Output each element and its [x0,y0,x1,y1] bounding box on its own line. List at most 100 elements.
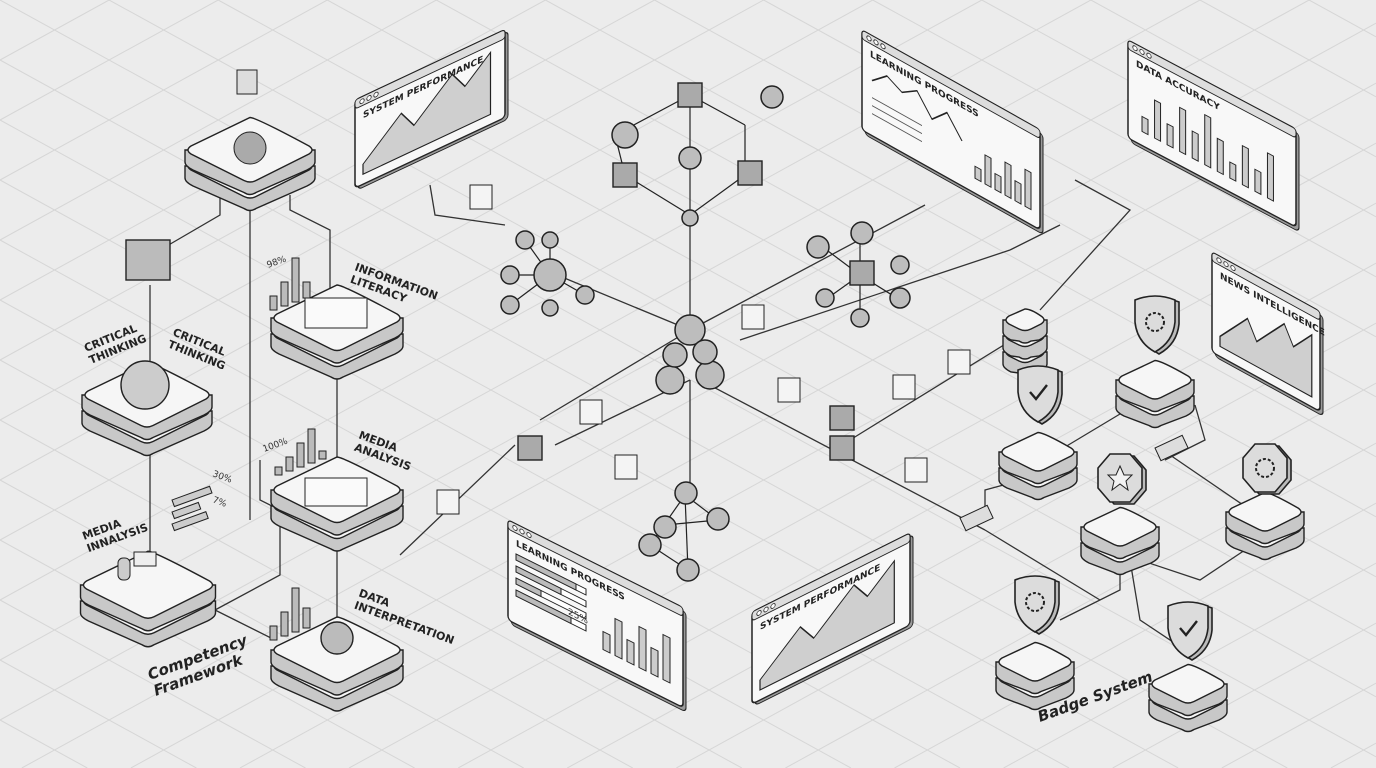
bar [1241,144,1249,189]
cube-node [737,160,763,186]
network-node [678,146,702,170]
progress-bar [171,501,202,520]
progress-fill [515,553,577,591]
grid-line [0,0,655,361]
data-cube-icon [125,239,171,281]
document-icon [614,454,638,480]
platforms [79,69,1305,733]
shield-check-icon [1017,365,1063,425]
grid-line [1221,682,1376,768]
cube-node [829,405,855,431]
star-badge-icon [1097,453,1147,505]
connector-line [429,184,506,226]
panel-titlebar [507,520,684,616]
connector-line [1139,539,1261,581]
connector-line [544,269,691,331]
star-mark [1106,464,1134,492]
grid-line [567,322,1376,768]
gear-mark [1255,458,1275,478]
bar [1216,137,1224,176]
window-dot-icon [373,91,379,98]
bar-chart-icon [274,428,327,476]
bar [1014,179,1022,205]
network-node [500,295,520,315]
bar-chart-icon [269,257,311,311]
network-node [674,481,698,505]
cylinder-icon [117,557,131,581]
network-edge [684,494,689,571]
head-brain-icon [120,360,170,410]
grid-line [0,0,219,121]
network-node [500,265,520,285]
network-node [850,308,870,328]
panel-system-performance-top: SYSTEM PERFORMANCE [354,30,509,189]
gauge-icon [233,131,267,165]
network-node [653,515,677,539]
network-node [890,255,910,275]
grid-line [0,0,437,241]
document-icon [947,349,971,375]
bar [1179,106,1187,156]
grid-line [108,0,1376,698]
gear-mark [1025,592,1045,612]
window-dot-icon [1132,45,1138,52]
connector-line [739,249,1011,341]
connector-line [1039,179,1132,311]
pin-check-icon [1167,601,1213,661]
connector-line [214,609,276,641]
bar [1141,115,1149,136]
network-edge [689,174,746,216]
grid-line [0,239,961,768]
bar [1191,130,1199,162]
document-icon [469,184,493,210]
network-node [575,285,595,305]
window-dot-icon [1216,257,1222,264]
document-icon [304,477,368,507]
grid-line [0,0,1310,721]
network-node [676,558,700,582]
network-graph [436,82,971,582]
bar [291,257,300,303]
grid-line [0,0,110,61]
window-dot-icon [1146,52,1152,59]
document-icon [777,377,801,403]
bar [280,611,289,637]
grid-line [1330,742,1376,768]
badge-platform [1148,663,1228,733]
label-critical-thinking-left: CRITICAL THINKING [82,322,148,367]
platform-top [998,641,1072,682]
network-node [674,314,706,346]
bar [994,172,1002,194]
badge-platform [998,431,1078,501]
connector-line [289,195,331,300]
grid-line [0,0,983,541]
text-line [872,113,922,143]
shield-gear-icon [1014,575,1060,635]
label-critical-thinking-right: CRITICAL THINKING [166,326,228,373]
progress-fill [515,589,572,625]
network-node [638,533,662,557]
bar [269,295,278,311]
network-node [695,360,725,390]
document-icon [304,297,368,329]
panel-news-intelligence: NEWS INTELLIGENCE [1211,252,1325,415]
window-dot-icon [526,532,532,538]
window-dot-icon [770,603,776,609]
network-node [681,209,699,227]
bar [318,450,327,460]
badge-platform [1115,359,1195,429]
network-node [850,221,874,245]
connector-hub-icon [959,504,994,532]
window-dot-icon [1139,48,1145,55]
network-node [889,287,911,309]
connector-line [1164,404,1206,461]
bar [296,442,305,468]
platform-top [1001,431,1075,472]
bar [626,638,635,666]
connector-line [1129,559,1186,651]
bar [1229,161,1237,182]
document-icon [904,457,928,483]
grid-line [239,142,1376,768]
